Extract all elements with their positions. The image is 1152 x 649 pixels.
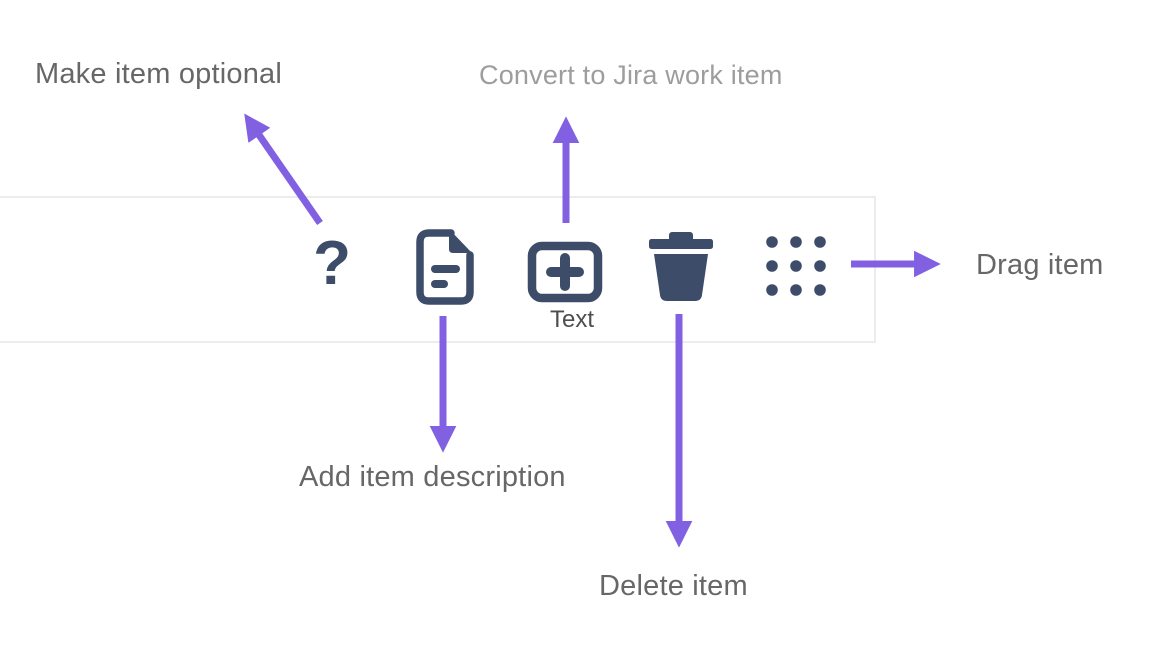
annotation-make-item-optional: Make item optional [35, 58, 282, 90]
annotation-drag-item: Drag item [976, 249, 1104, 281]
annotation-add-item-description: Add item description [299, 461, 566, 493]
delete-button[interactable] [646, 228, 716, 304]
document-icon [416, 229, 474, 305]
convert-to-jira-button[interactable] [527, 241, 603, 303]
drag-dots-icon [766, 236, 826, 296]
convert-button-caption: Text [549, 306, 594, 333]
make-optional-button[interactable]: ? [308, 231, 356, 297]
annotation-convert-to-jira: Convert to Jira work item [479, 60, 783, 90]
add-description-button[interactable] [412, 227, 478, 307]
question-mark-icon: ? [313, 229, 351, 298]
drag-handle[interactable] [763, 233, 829, 299]
annotation-delete-item: Delete item [599, 570, 748, 602]
insert-plus-icon [527, 241, 603, 303]
trash-icon [649, 232, 713, 301]
